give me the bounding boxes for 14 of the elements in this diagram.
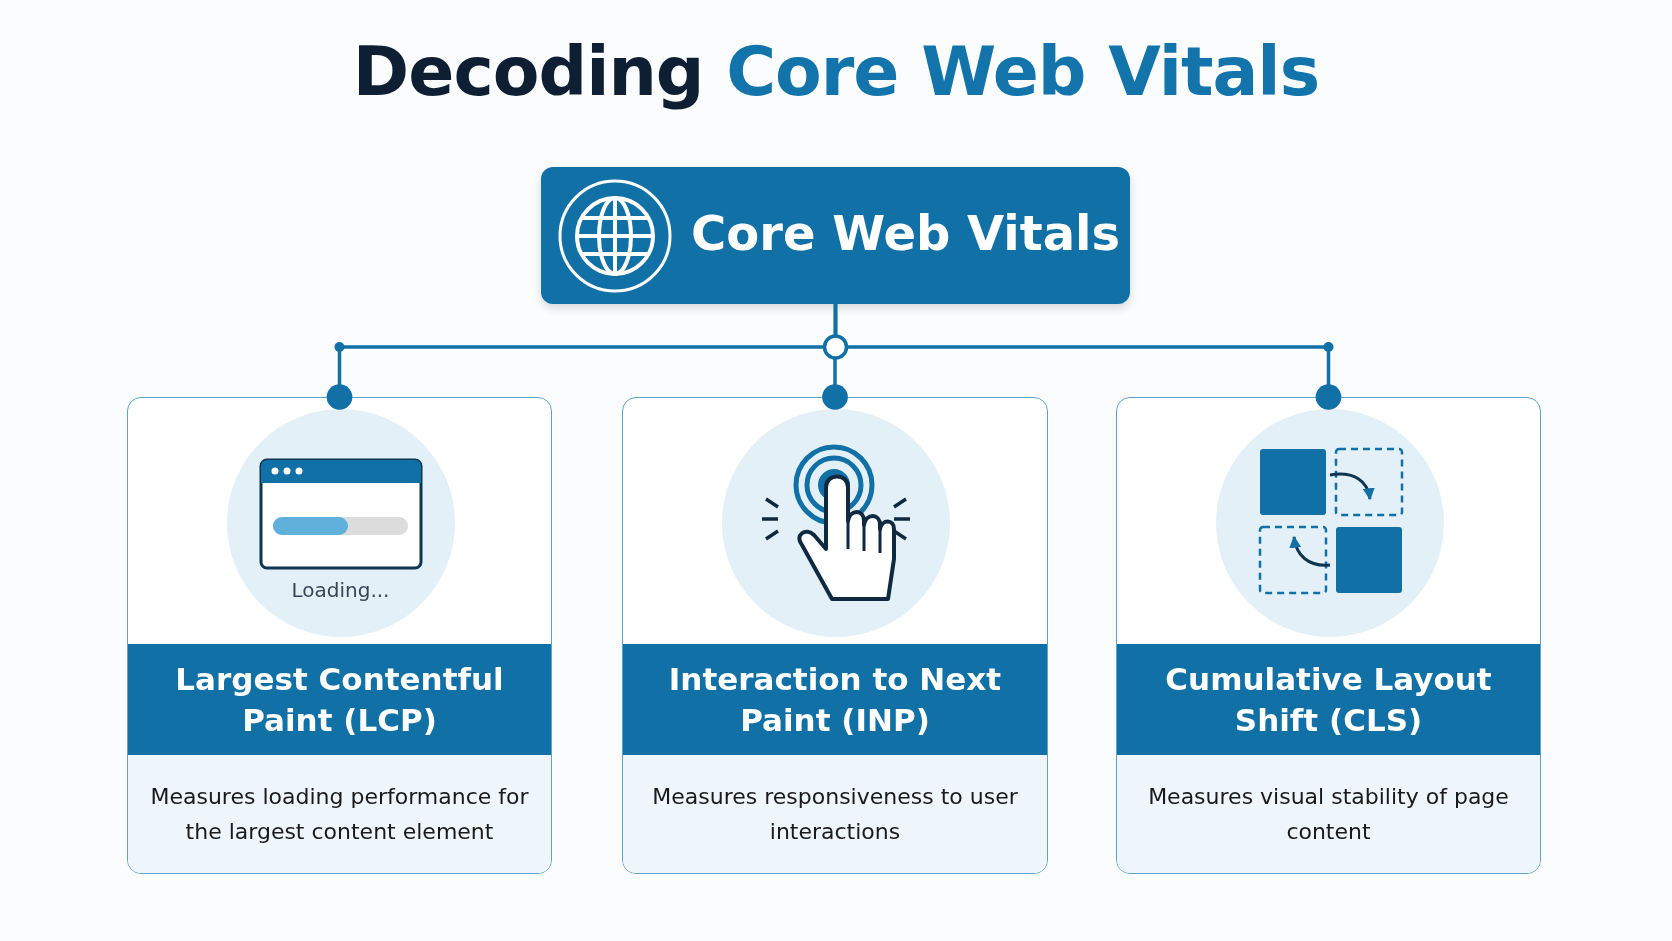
title: Decoding Core Web Vitals bbox=[351, 32, 1321, 111]
metric-description: Measures responsiveness to user interactions bbox=[651, 782, 1019, 846]
metric-title: Cumulative Layout Shift (CLS) bbox=[1164, 660, 1493, 740]
category-box bbox=[541, 167, 1130, 304]
metric-description: Measures loading performance for the largest content element bbox=[149, 782, 530, 846]
category-title: Core Web Vitals bbox=[691, 205, 1121, 261]
metric-card bbox=[622, 397, 1048, 874]
loading-text: Loading... bbox=[290, 578, 391, 602]
metric-title: Largest Contentful Paint (LCP) bbox=[174, 660, 505, 740]
metric-title: Interaction to Next Paint (INP) bbox=[667, 660, 1003, 740]
connector-line bbox=[833, 304, 1342, 410]
metric-card bbox=[1116, 397, 1541, 874]
metric-description: Measures visual stability of page content bbox=[1147, 782, 1510, 846]
metric-card bbox=[127, 397, 552, 874]
